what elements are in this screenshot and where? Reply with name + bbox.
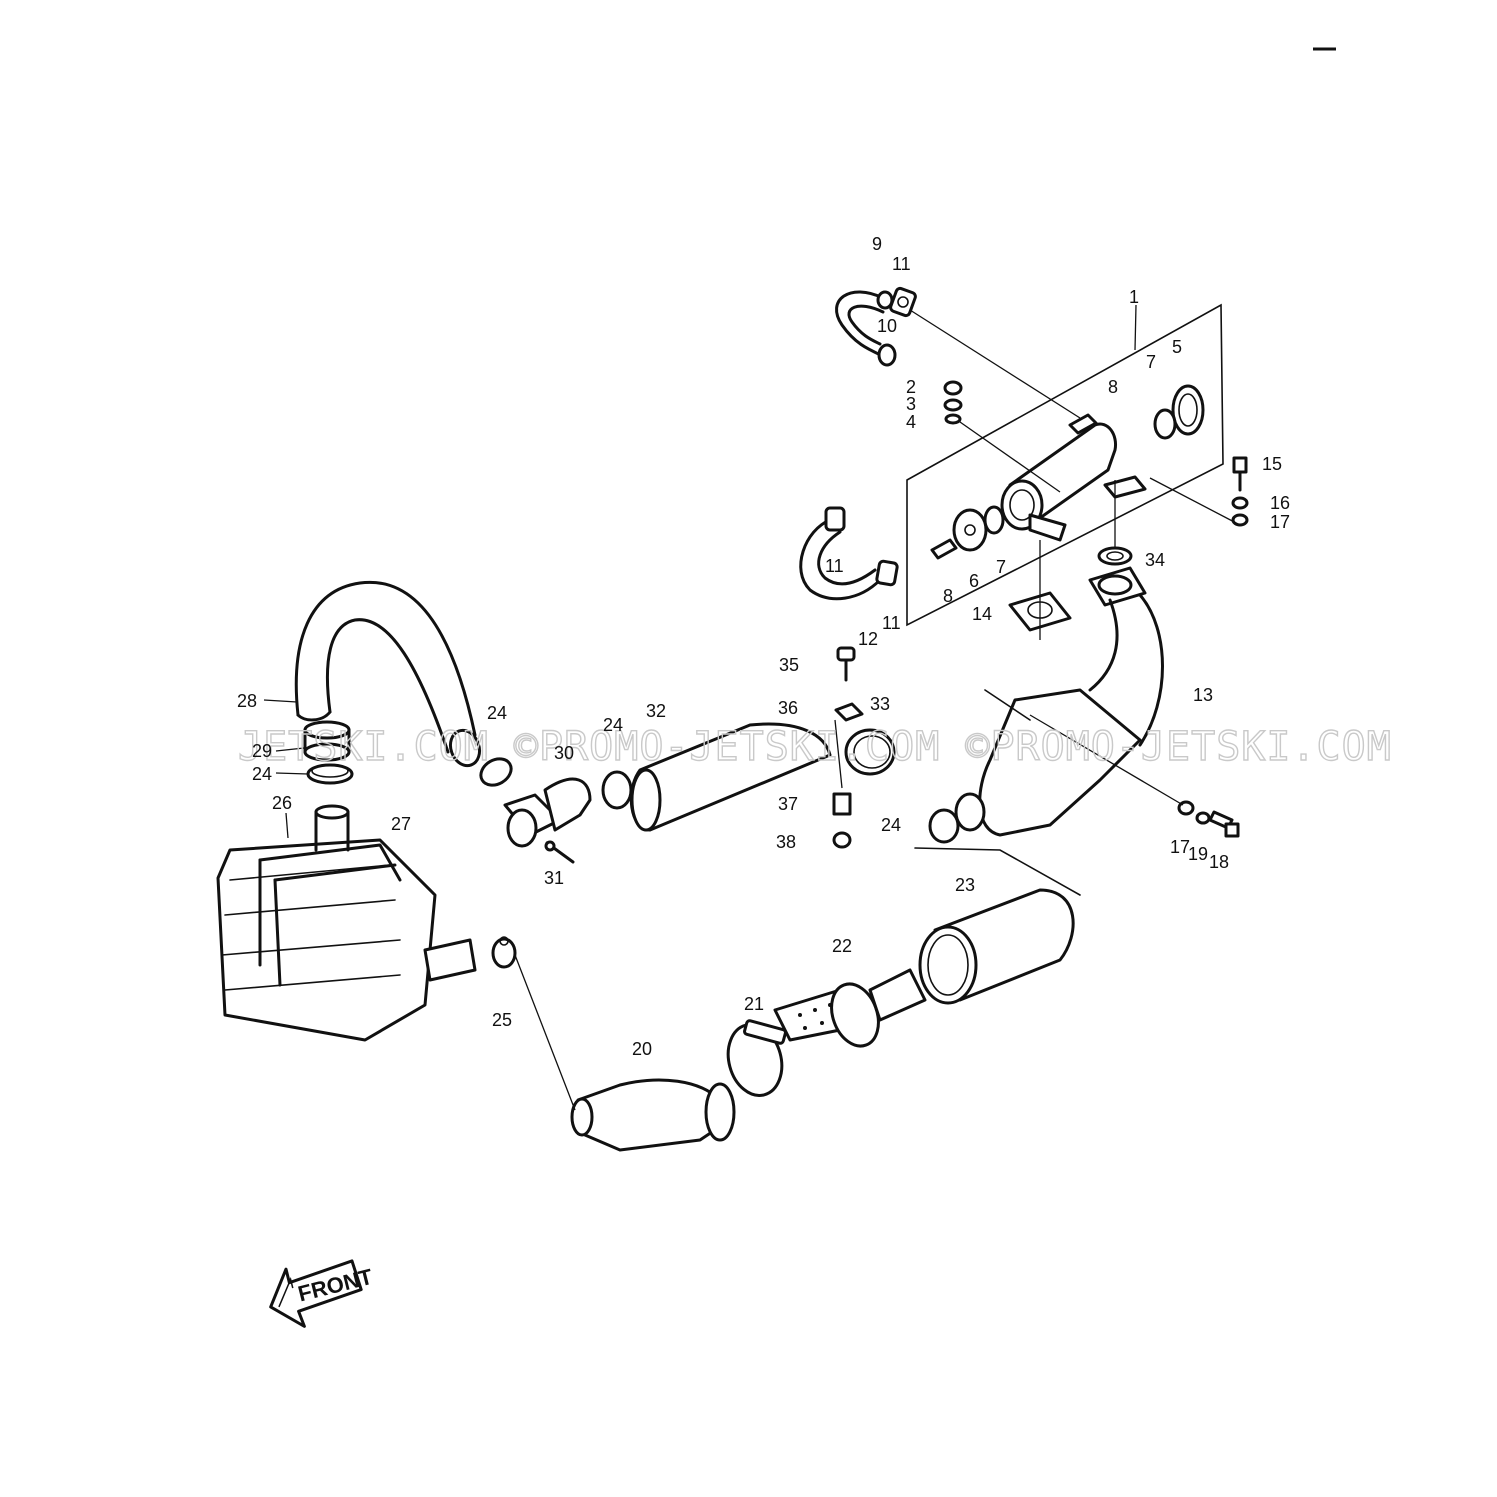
nut-2: [943, 380, 963, 396]
sleeve-33: [844, 728, 896, 776]
callout-37: 37: [778, 794, 798, 814]
callout-6: 6: [969, 571, 979, 591]
callout-20: 20: [632, 1039, 652, 1059]
callout-14: 14: [972, 604, 992, 624]
callout-11-top: 11: [892, 254, 911, 274]
callout-8-bottom: 8: [943, 586, 953, 606]
callout-3: 3: [906, 394, 916, 414]
callout-30: 30: [554, 743, 574, 763]
callout-34: 34: [1145, 550, 1165, 570]
bolt-18: [1208, 810, 1240, 838]
clamp-25: [491, 936, 517, 969]
cap-5: [1171, 384, 1205, 436]
assembly-frame-1: [906, 303, 1224, 627]
washer-4: [944, 413, 962, 425]
gasket-34: [1097, 546, 1133, 566]
callout-7-right: 7: [1146, 352, 1156, 372]
callout-24-right: 24: [603, 715, 623, 735]
callout-17-top: 17: [1270, 512, 1290, 532]
callout-11-bottom: 11: [882, 613, 901, 633]
sensor-31: [544, 840, 575, 864]
callout-36: 36: [778, 698, 798, 718]
callout-26: 26: [272, 793, 292, 813]
bolt-15: [1232, 456, 1248, 492]
clamp-11-top: [889, 286, 917, 318]
callout-28: 28: [237, 691, 257, 711]
callout-24-center: 24: [487, 703, 507, 723]
water-hose-12: [799, 518, 882, 601]
assembly-frame-23: [914, 847, 1081, 896]
callout-29: 29: [252, 741, 272, 761]
washer-16: [1231, 496, 1249, 510]
callout-15: 15: [1262, 454, 1282, 474]
clamp-11-bottom: [875, 559, 899, 587]
clamp-24-left: [306, 763, 354, 785]
bracket-36: [834, 702, 864, 722]
exhaust-hose-28: [294, 580, 482, 768]
clamp-24-lower: [928, 808, 960, 844]
callout-35: 35: [779, 655, 799, 675]
clamp-24-right: [601, 770, 633, 810]
clamp-11-mid: [824, 506, 846, 532]
gasket-7-left: [983, 505, 1005, 535]
pipe-20: [570, 1078, 736, 1152]
callout-19: 19: [1188, 844, 1208, 864]
fitting-8-bottom: [930, 538, 958, 560]
callout-31: 31: [544, 868, 564, 888]
washer-3: [943, 398, 963, 412]
exhaust-pipe-13: [954, 566, 1164, 837]
pipe-29: [303, 720, 351, 762]
callout-7-left: 7: [996, 557, 1006, 577]
callout-4: 4: [906, 412, 916, 432]
clamp-24-center: [479, 757, 513, 787]
callout-38: 38: [776, 832, 796, 852]
collar-37: [832, 792, 852, 816]
callout-8-top: 8: [1108, 377, 1118, 397]
gasket-7-right: [1153, 408, 1177, 440]
bolt-35: [836, 646, 856, 682]
callout-16: 16: [1270, 493, 1290, 513]
callout-23: 23: [955, 875, 975, 895]
front-direction-arrow: FRONT: [269, 1259, 376, 1328]
flange-22: [830, 968, 927, 1048]
clamp-21: [726, 1019, 787, 1097]
callout-1: 1: [1129, 287, 1139, 307]
expansion-chamber-body: [1000, 422, 1147, 542]
elbow-30: [503, 777, 592, 848]
callout-12: 12: [858, 629, 878, 649]
callout-2: 2: [906, 377, 916, 397]
pipe-32: [629, 722, 832, 832]
callout-11-mid: 11: [825, 556, 844, 576]
callout-21: 21: [744, 994, 764, 1014]
leader-lines: [263, 304, 1241, 1111]
callout-24-left: 24: [252, 764, 272, 784]
callout-32: 32: [646, 701, 666, 721]
callout-17-bottom: 17: [1170, 837, 1190, 857]
watermark: JETSKI.COM ©PROMO-JETSKI.COM ©PROMO-JETS…: [238, 724, 1392, 770]
callout-27: 27: [391, 814, 411, 834]
callout-25: 25: [492, 1010, 512, 1030]
callout-33: 33: [870, 694, 890, 714]
fitting-8-top: [1068, 413, 1098, 435]
callout-18: 18: [1209, 852, 1229, 872]
callout-24-lower: 24: [881, 815, 901, 835]
callout-9: 9: [872, 234, 882, 254]
callout-5: 5: [1172, 337, 1182, 357]
callout-13: 13: [1193, 685, 1213, 705]
callout-10: 10: [877, 316, 897, 336]
callout-labels: 1 2 3 4 5 6 7 7 8 8 9 10 11 11 11 12 13 …: [237, 234, 1290, 1059]
cap-6: [952, 508, 988, 552]
washer-19: [1195, 811, 1211, 825]
callout-22: 22: [832, 936, 852, 956]
resonator-23: [918, 888, 1075, 1005]
nut-38: [832, 831, 852, 849]
band-27: [258, 843, 402, 987]
washer-17-top: [1231, 513, 1249, 527]
muffler-26: [216, 804, 477, 1042]
water-hose-9: [835, 290, 897, 367]
